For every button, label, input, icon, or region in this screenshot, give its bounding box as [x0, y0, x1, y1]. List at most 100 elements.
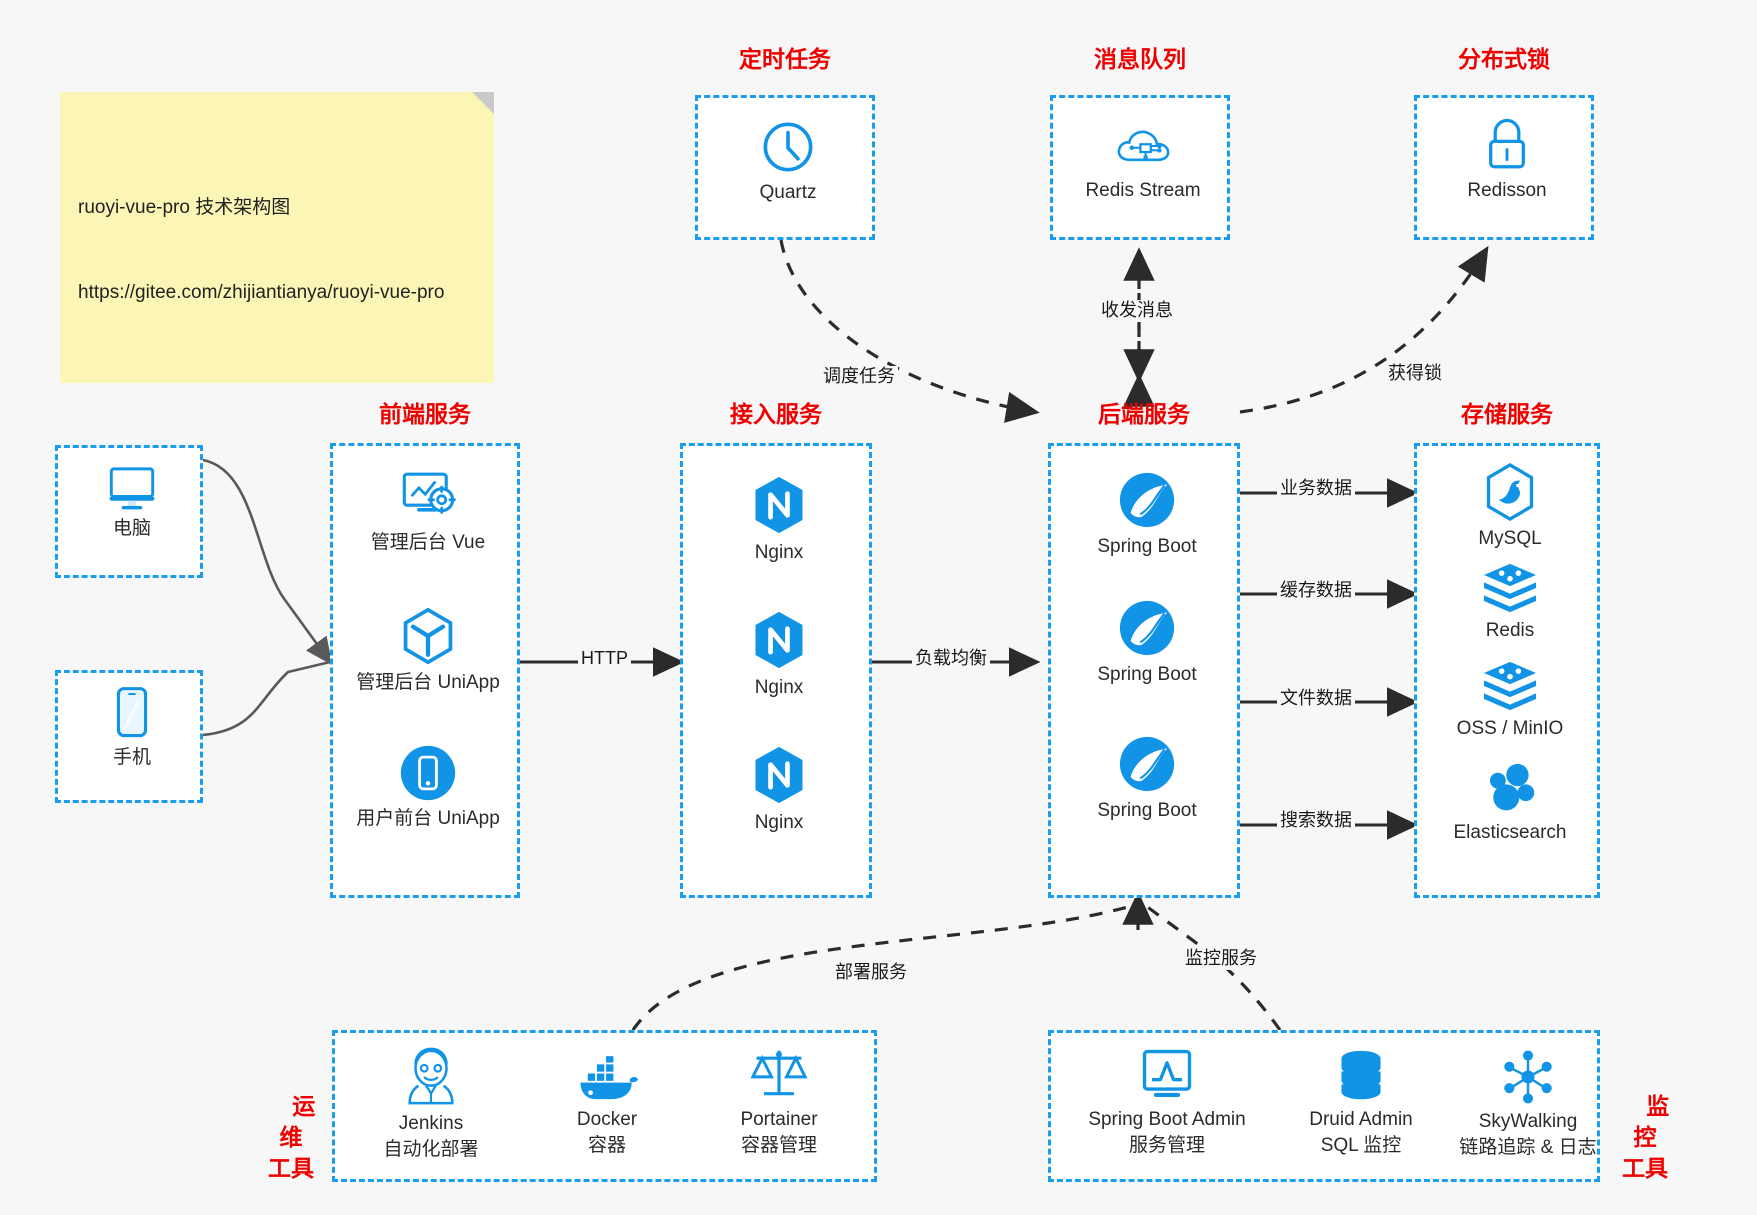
node-nginx-2[interactable]: Nginx	[683, 609, 875, 701]
note-line-2: https://gitee.com/zhijiantianya/ruoyi-vu…	[78, 282, 445, 303]
node-label: Redis Stream	[1085, 180, 1201, 201]
group-message-queue[interactable]: Redis Stream	[1050, 95, 1230, 240]
elasticsearch-icon	[1489, 763, 1535, 811]
group-frontend[interactable]: 管理后台 Vue 管理后台 UniApp 用户前台 UniApp	[330, 443, 520, 898]
node-skywalking[interactable]: SkyWalking 链路追踪 & 日志	[1443, 1049, 1613, 1160]
smartphone-icon	[116, 687, 148, 738]
node-label: Redisson	[1467, 180, 1547, 201]
node-label: Jenkins	[398, 1113, 464, 1134]
docker-whale-icon	[580, 1056, 639, 1100]
node-label: MySQL	[1478, 528, 1542, 549]
node-user-uniapp[interactable]: 用户前台 UniApp	[333, 744, 523, 832]
nginx-icon	[755, 476, 803, 534]
spring-leaf-icon	[1119, 736, 1175, 792]
dashboard-gear-icon	[402, 472, 456, 514]
edge-acquire-lock	[1239, 245, 1489, 414]
group-title-backend: 后端服务	[1098, 401, 1190, 427]
node-mysql[interactable]: MySQL	[1417, 462, 1603, 552]
node-label: 管理后台 Vue	[370, 532, 486, 553]
jenkins-butler-icon	[408, 1047, 454, 1105]
node-label: Docker	[576, 1109, 638, 1130]
node-label: Nginx	[754, 677, 804, 698]
node-label: SkyWalking	[1478, 1111, 1578, 1132]
node-mobile[interactable]: 手机	[58, 685, 206, 771]
edge-desktop-to-frontend	[202, 458, 333, 666]
note-fold-corner	[472, 92, 494, 114]
group-title-frontend: 前端服务	[379, 401, 471, 427]
node-quartz[interactable]: Quartz	[698, 118, 878, 206]
edge-label-search-data: 搜索数据	[1277, 810, 1355, 832]
node-docker[interactable]: Docker 容器	[523, 1055, 691, 1158]
group-title-gateway: 接入服务	[730, 401, 822, 427]
edge-mobile-to-frontend	[202, 660, 331, 737]
sticky-note: ruoyi-vue-pro 技术架构图 https://gitee.com/zh…	[60, 92, 494, 383]
node-spring-boot-3[interactable]: Spring Boot	[1051, 734, 1243, 824]
edge-deploy-service	[631, 903, 1136, 1031]
group-backend[interactable]: Spring Boot Spring Boot Spring Boot	[1048, 443, 1240, 898]
monitor-chart-icon	[1142, 1049, 1192, 1098]
node-redis[interactable]: Redis	[1417, 562, 1603, 644]
node-jenkins[interactable]: Jenkins 自动化部署	[347, 1045, 515, 1162]
group-title-distributed-lock: 分布式锁	[1458, 46, 1550, 72]
group-scheduled-task[interactable]: Quartz	[695, 95, 875, 240]
lock-icon	[1489, 118, 1525, 169]
node-label: Spring Boot	[1097, 800, 1197, 821]
node-druid-admin[interactable]: Druid Admin SQL 监控	[1281, 1049, 1441, 1158]
node-sublabel: 容器	[587, 1134, 626, 1156]
edge-label-file-data: 文件数据	[1277, 688, 1355, 710]
group-title-scheduled-task: 定时任务	[739, 46, 831, 72]
redis-stack-icon	[1484, 661, 1536, 711]
note-line-1: ruoyi-vue-pro 技术架构图	[78, 196, 291, 218]
node-redisson[interactable]: Redisson	[1417, 116, 1597, 204]
node-nginx-1[interactable]: Nginx	[683, 474, 875, 566]
node-spring-boot-1[interactable]: Spring Boot	[1051, 470, 1243, 560]
node-label: Spring Boot Admin	[1088, 1109, 1246, 1130]
mysql-dolphin-icon	[1486, 462, 1534, 522]
nginx-icon	[755, 611, 803, 669]
node-nginx-3[interactable]: Nginx	[683, 744, 875, 836]
group-client-desktop[interactable]: 电脑	[55, 445, 203, 578]
group-title-devops: 运维 工具	[258, 1060, 324, 1215]
node-redis-stream[interactable]: Redis Stream	[1053, 118, 1233, 204]
node-admin-uniapp[interactable]: 管理后台 UniApp	[333, 606, 523, 696]
node-label: Nginx	[754, 812, 804, 833]
node-label: 用户前台 UniApp	[356, 808, 500, 829]
node-spring-boot-admin[interactable]: Spring Boot Admin 服务管理	[1059, 1047, 1275, 1158]
node-label: Portainer	[740, 1109, 818, 1130]
database-icon	[1341, 1050, 1381, 1100]
node-sublabel: 链路追踪 & 日志	[1459, 1136, 1597, 1158]
node-label: Quartz	[759, 182, 817, 203]
node-sublabel: 服务管理	[1128, 1134, 1205, 1156]
edge-label-acquire-lock: 获得锁	[1385, 363, 1445, 385]
node-elasticsearch[interactable]: Elasticsearch	[1417, 762, 1603, 846]
desktop-monitor-icon	[109, 467, 155, 510]
scales-icon	[750, 1050, 808, 1096]
group-client-mobile[interactable]: 手机	[55, 670, 203, 803]
edge-label-send-receive-message: 收发消息	[1098, 300, 1176, 322]
edge-label-load-balance: 负载均衡	[912, 648, 990, 670]
node-admin-vue[interactable]: 管理后台 Vue	[333, 468, 523, 556]
node-sublabel: 容器管理	[740, 1134, 817, 1156]
group-storage[interactable]: MySQL Redis OSS / MinIO	[1414, 443, 1600, 898]
edge-label-deploy-service: 部署服务	[832, 962, 910, 984]
group-gateway[interactable]: Nginx Nginx Nginx	[680, 443, 872, 898]
node-label: 管理后台 UniApp	[356, 672, 500, 693]
edge-label-business-data: 业务数据	[1277, 478, 1355, 500]
cloud-network-icon	[1117, 130, 1170, 162]
edge-label-monitor-service: 监控服务	[1182, 948, 1260, 970]
group-distributed-lock[interactable]: Redisson	[1414, 95, 1594, 240]
group-devops[interactable]: Jenkins 自动化部署 Docker 容器	[332, 1030, 877, 1182]
node-label: 手机	[112, 747, 151, 768]
node-label: Redis	[1485, 620, 1535, 641]
node-spring-boot-2[interactable]: Spring Boot	[1051, 598, 1243, 688]
node-label: 电脑	[112, 518, 151, 539]
edge-label-http: HTTP	[578, 648, 631, 670]
node-oss-minio[interactable]: OSS / MinIO	[1417, 660, 1603, 742]
group-title-storage: 存储服务	[1461, 401, 1553, 427]
mobile-app-icon	[400, 745, 456, 801]
group-title-message-queue: 消息队列	[1094, 46, 1186, 72]
group-monitoring[interactable]: Spring Boot Admin 服务管理 Druid Admin SQL 监…	[1048, 1030, 1600, 1182]
node-label: Spring Boot	[1097, 664, 1197, 685]
node-portainer[interactable]: Portainer 容器管理	[695, 1047, 863, 1158]
node-desktop[interactable]: 电脑	[58, 462, 206, 542]
